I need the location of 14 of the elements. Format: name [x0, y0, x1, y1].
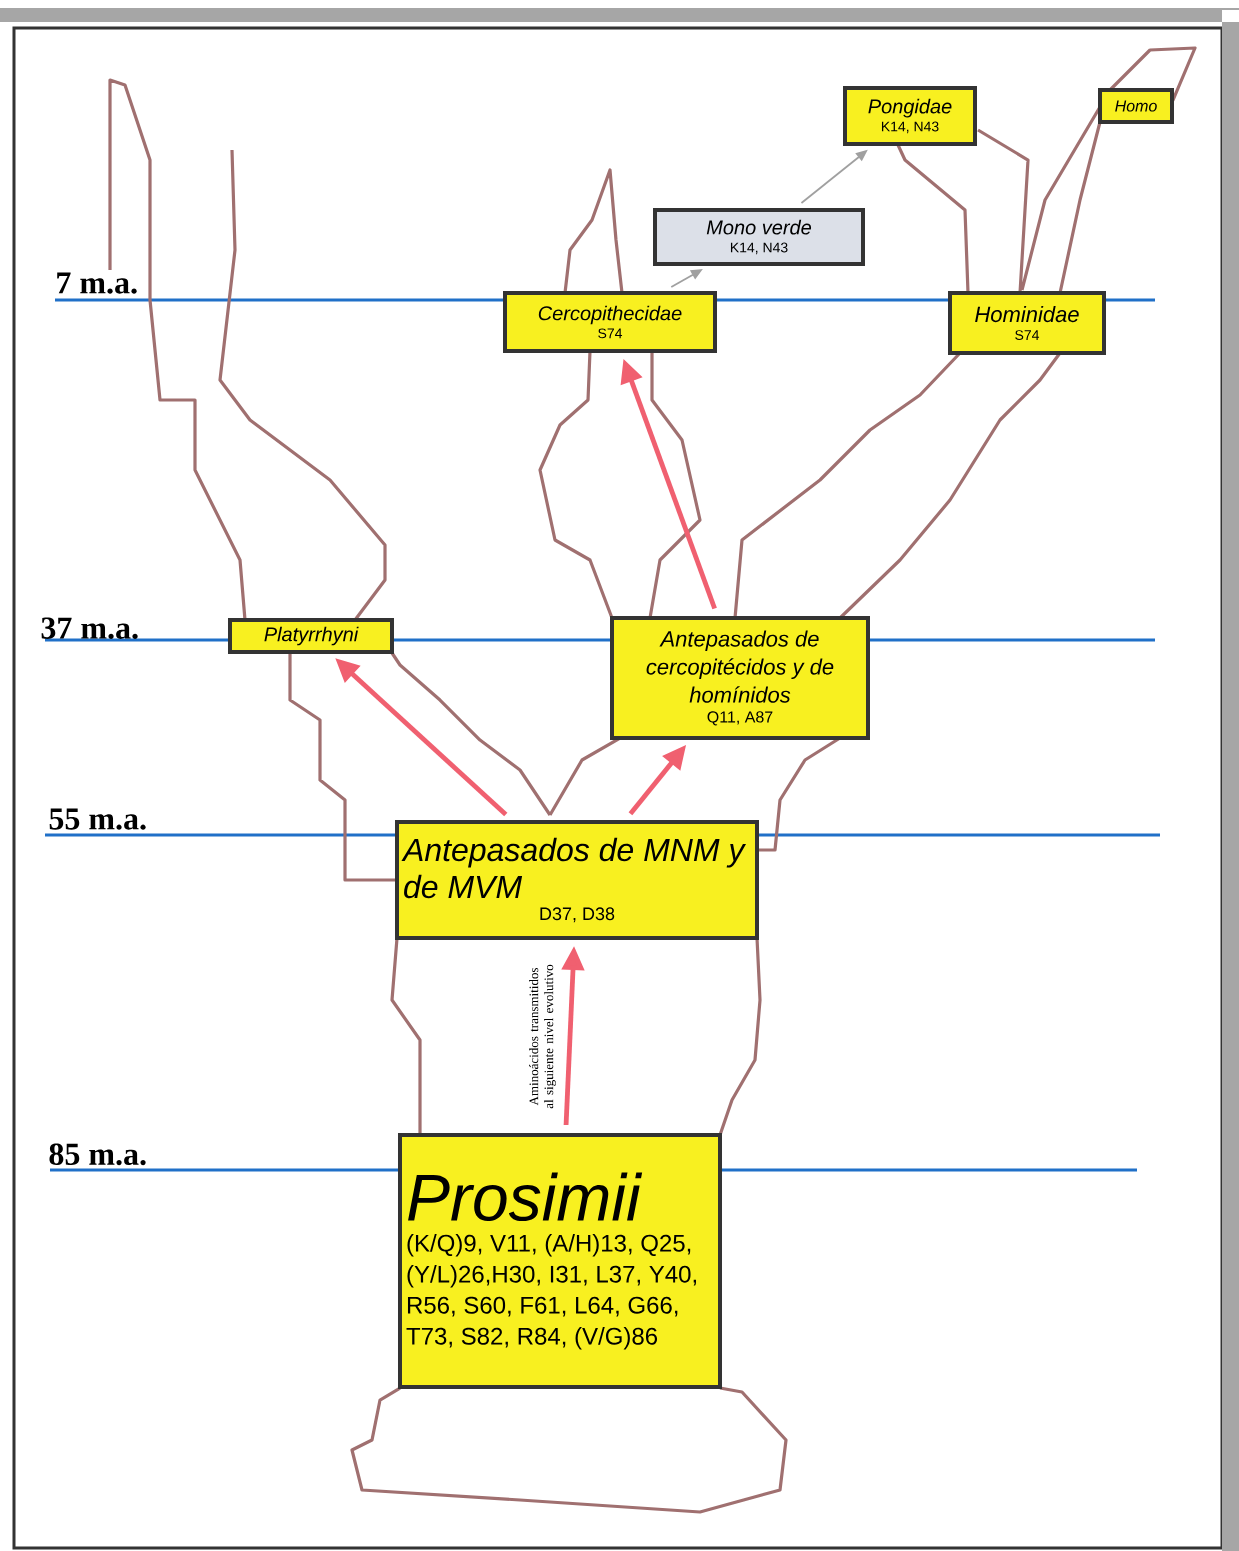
taxon-box: Antepasados de MNM y de MVM D37, D38: [395, 820, 759, 940]
taxon-box: Mono verde K14, N43: [653, 208, 865, 266]
taxon-box: Pongidae K14, N43: [843, 86, 977, 146]
taxon-box: Prosimii (K/Q)9, V11, (A/H)13, Q25, (Y/L)26,H30, I31, L37, Y40, R56, S60, F61, L64, G66, T73, S82, R84, (V/G)86: [398, 1133, 722, 1389]
edge-label: Aminoácidos transmitidos al siguiente nivel evolutivo: [529, 964, 556, 1109]
taxon-box: Platyrrhyni: [228, 618, 394, 654]
taxon-box: Antepasados de cercopitécidos y de homínidos Q11, A87: [610, 616, 870, 740]
time-label: 55 m.a.: [49, 808, 146, 830]
taxon-box: Cercopithecidae S74: [503, 291, 717, 353]
taxon-box: Homo: [1098, 88, 1174, 124]
time-label: 7 m.a.: [57, 272, 137, 294]
taxon-box: Hominidae S74: [948, 291, 1106, 355]
time-label: 37 m.a.: [41, 617, 138, 640]
time-label: 85 m.a.: [49, 1143, 146, 1166]
